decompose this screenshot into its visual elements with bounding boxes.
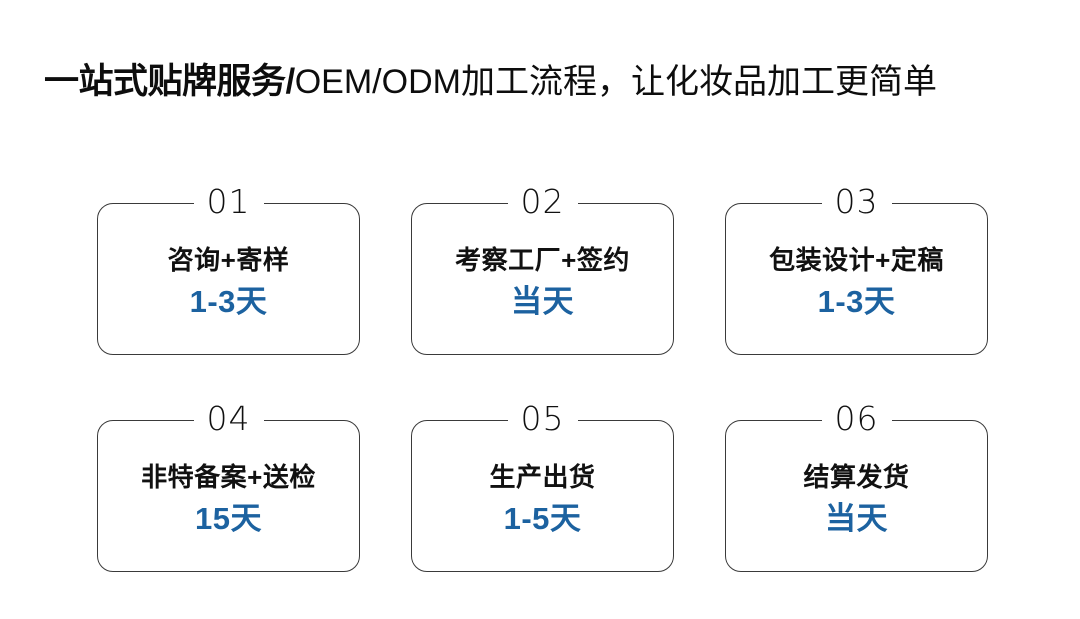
step-duration: 15天 bbox=[195, 501, 262, 536]
page-title-strong: 一站式贴牌服务/ bbox=[44, 62, 295, 101]
step-number-badge: 02 bbox=[507, 182, 578, 222]
page-title-normal: OEM/ODM加工流程，让化妆品加工更简单 bbox=[294, 63, 937, 101]
step-duration: 1-3天 bbox=[817, 284, 896, 319]
process-step-grid: 01 咨询+寄样 1-3天 02 考察工厂+签约 当天 03 包装设计+定稿 1… bbox=[97, 182, 988, 573]
process-step-card-05: 05 生产出货 1-5天 bbox=[411, 399, 674, 572]
step-number-badge: 03 bbox=[821, 182, 892, 222]
step-duration: 当天 bbox=[825, 501, 888, 536]
page-title: 一站式贴牌服务/OEM/ODM加工流程，让化妆品加工更简单 bbox=[44, 56, 1044, 108]
step-title: 考察工厂+签约 bbox=[455, 245, 630, 275]
process-step-card-04: 04 非特备案+送检 15天 bbox=[97, 399, 360, 572]
step-title: 非特备案+送检 bbox=[141, 462, 316, 492]
step-number-badge: 01 bbox=[193, 182, 264, 222]
process-step-card-03: 03 包装设计+定稿 1-3天 bbox=[725, 182, 988, 355]
step-duration: 1-3天 bbox=[189, 284, 268, 319]
step-title: 结算发货 bbox=[803, 462, 910, 492]
step-number-badge: 04 bbox=[193, 399, 264, 439]
step-title: 咨询+寄样 bbox=[167, 245, 290, 275]
step-title: 包装设计+定稿 bbox=[769, 245, 944, 275]
step-duration: 1-5天 bbox=[503, 501, 582, 536]
step-number-badge: 06 bbox=[821, 399, 892, 439]
step-duration: 当天 bbox=[511, 284, 574, 319]
process-step-card-02: 02 考察工厂+签约 当天 bbox=[411, 182, 674, 355]
step-title: 生产出货 bbox=[489, 462, 596, 492]
process-step-card-01: 01 咨询+寄样 1-3天 bbox=[97, 182, 360, 355]
process-step-card-06: 06 结算发货 当天 bbox=[725, 399, 988, 572]
step-number-badge: 05 bbox=[507, 399, 578, 439]
